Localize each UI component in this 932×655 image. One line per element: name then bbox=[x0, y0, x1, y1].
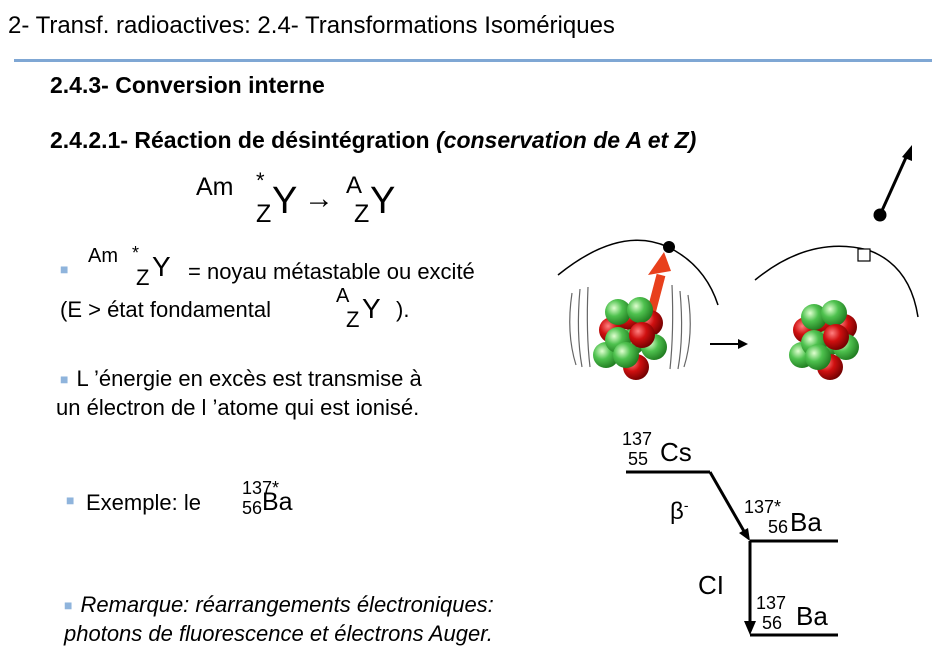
ba-excited-atomic-number: 56 bbox=[768, 517, 789, 537]
bullet-remark: ■ Remarque: réarrangements électroniques:… bbox=[64, 592, 494, 647]
b1-symbol: Y bbox=[152, 251, 171, 282]
b3-symbol: Ba bbox=[262, 488, 293, 516]
conversion-illustration bbox=[557, 145, 919, 380]
transition-arrow bbox=[710, 339, 748, 349]
decay-scheme: 137 55 Cs β- 137* 56 Ba CI 137 56 Ba bbox=[600, 425, 932, 655]
eq-rhs-sup: A bbox=[346, 172, 363, 199]
decay-scheme-lines bbox=[626, 470, 838, 637]
b1-sub: Z bbox=[136, 265, 150, 290]
bullet-metastable: ■ Am * Z Y = noyau métastable ou excité … bbox=[60, 243, 550, 332]
b1-sup: * bbox=[132, 243, 140, 263]
electron-vacancy bbox=[857, 248, 871, 262]
eq-lhs-symbol: Y bbox=[272, 180, 298, 222]
bullet-marker: ■ bbox=[60, 371, 69, 387]
ba-ground-symbol: Ba bbox=[796, 601, 828, 631]
ba-excited-symbol: Ba bbox=[790, 507, 822, 537]
bullet-example: ■ Exemple: le 137* 56 Ba bbox=[66, 478, 366, 528]
bullet-marker: ■ bbox=[64, 597, 73, 613]
section-heading: 2.4.3- Conversion interne bbox=[50, 72, 325, 98]
ground-nucleus bbox=[789, 300, 859, 380]
eq-lhs-sup: * bbox=[256, 168, 265, 193]
subsection-heading-note: (conservation de A et Z) bbox=[436, 127, 697, 153]
slide-title: 2- Transf. radioactives: 2.4- Transforma… bbox=[8, 12, 615, 39]
excited-nucleus bbox=[593, 297, 667, 380]
b1-line2-sub: Z bbox=[346, 307, 360, 332]
b1-line2-sup: A bbox=[336, 285, 350, 307]
title-divider bbox=[14, 59, 932, 62]
beta-label: β- bbox=[670, 497, 689, 525]
b3-sub: 56 bbox=[242, 498, 263, 518]
b1-text: = noyau métastable ou excité bbox=[188, 259, 475, 284]
ci-label: CI bbox=[698, 570, 724, 600]
eq-rhs-sub: Z bbox=[354, 200, 370, 228]
ba-ground-mass-number: 137 bbox=[756, 593, 787, 613]
b3-sup: 137* bbox=[242, 478, 280, 498]
eq-lhs-prefix: Am bbox=[196, 173, 234, 201]
cs-mass-number: 137 bbox=[622, 429, 653, 449]
b3-text: Exemple: le bbox=[86, 490, 201, 515]
eq-rhs-symbol: Y bbox=[370, 180, 396, 222]
eq-lhs-sub: Z bbox=[256, 200, 272, 228]
b2-line1: L ’énergie en excès est transmise à bbox=[76, 366, 422, 391]
bullet-marker: ■ bbox=[66, 492, 75, 508]
bullet-energy: ■ L ’énergie en excès est transmise à un … bbox=[56, 366, 422, 421]
cs-atomic-number: 55 bbox=[628, 449, 649, 469]
b4-line1: Remarque: réarrangements électroniques: bbox=[80, 592, 494, 617]
b1-line2-symbol: Y bbox=[362, 293, 381, 324]
bound-electron bbox=[663, 241, 675, 253]
subsection-heading: 2.4.2.1- Réaction de désintégration (con… bbox=[50, 127, 696, 154]
subsection-heading-text: 2.4.2.1- Réaction de désintégration bbox=[50, 127, 430, 153]
cs-symbol: Cs bbox=[660, 437, 692, 467]
vibration-marks bbox=[569, 284, 691, 370]
eq-arrow: → bbox=[304, 182, 334, 215]
electron-shell-left bbox=[557, 239, 719, 306]
ba-excited-mass-number: 137* bbox=[744, 497, 782, 517]
b1-line2-start: (E > état fondamental bbox=[60, 297, 271, 322]
bullet-marker: ■ bbox=[60, 261, 69, 277]
b1-line2-end: ). bbox=[396, 297, 410, 322]
b1-prefix: Am bbox=[88, 245, 118, 267]
b2-line2: un électron de l ’atome qui est ionisé. bbox=[56, 395, 420, 420]
b4-line2: photons de fluorescence et électrons Aug… bbox=[64, 621, 493, 646]
ejected-electron bbox=[873, 145, 912, 222]
ba-ground-atomic-number: 56 bbox=[762, 613, 783, 633]
